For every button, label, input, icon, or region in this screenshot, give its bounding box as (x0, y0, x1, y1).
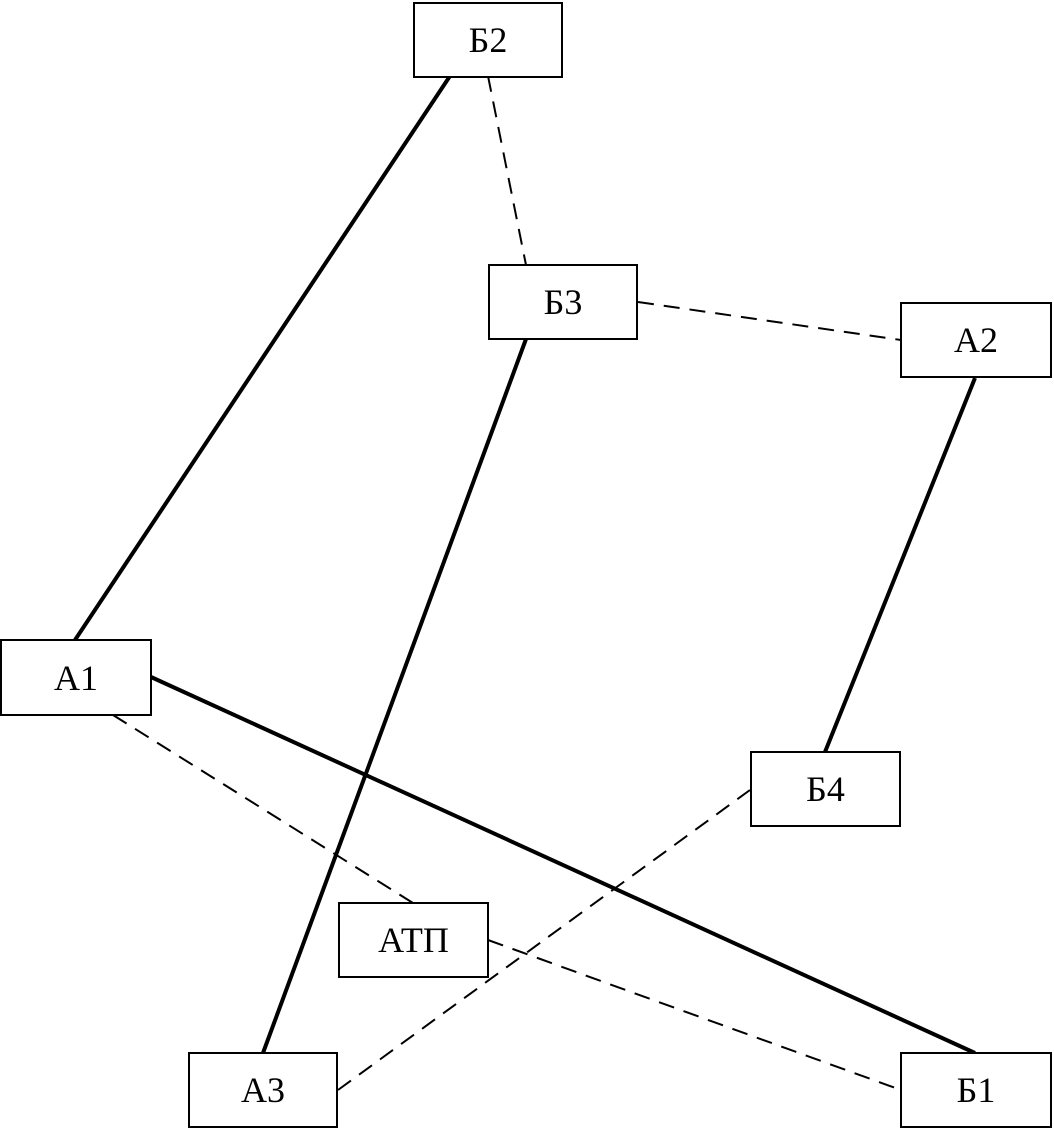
node-b2: Б2 (413, 2, 563, 78)
edge-a3-b4-dashed (337, 789, 751, 1091)
node-a1: А1 (0, 639, 152, 716)
edge-atp-b1-dashed (487, 939, 902, 1091)
node-b4: Б4 (750, 751, 901, 827)
edge-b3-a3-solid (261, 338, 528, 1054)
edge-b3-a2-dashed (637, 301, 902, 341)
edge-a1-b1-solid (150, 675, 976, 1055)
node-b1: Б1 (900, 1052, 1052, 1128)
edge-a2-b4-solid (823, 377, 977, 753)
edge-b2-a1-solid (73, 74, 452, 642)
edge-a1-atp-dashed (112, 714, 414, 904)
edge-b2-b3-dashed (487, 75, 527, 266)
node-atp: АТП (338, 902, 489, 978)
node-b3: Б3 (488, 264, 638, 340)
node-a2: А2 (900, 302, 1052, 378)
node-a3: А3 (188, 1052, 338, 1128)
